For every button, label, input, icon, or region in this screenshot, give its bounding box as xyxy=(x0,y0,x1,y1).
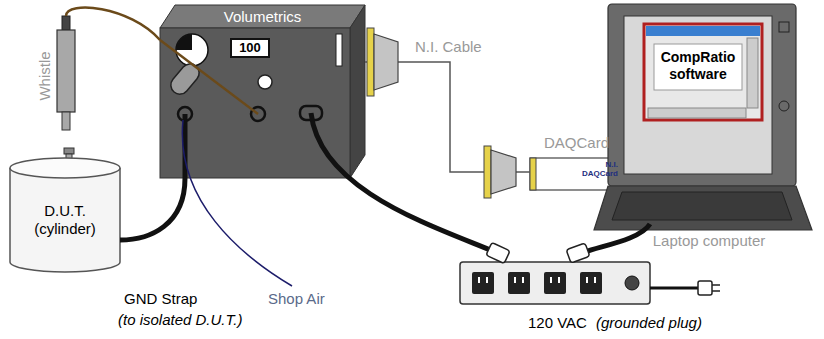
cable-name: N.I. Cable xyxy=(415,38,482,56)
connector-shell xyxy=(484,146,491,198)
laptop-button xyxy=(779,22,789,32)
note: (grounded plug) xyxy=(596,314,702,332)
box-top xyxy=(160,5,365,28)
part-name: Laptop computer xyxy=(644,232,774,250)
hose-name: Shop Air xyxy=(268,290,325,308)
gauge xyxy=(176,34,208,66)
power-strip xyxy=(460,262,650,304)
outlet-slot xyxy=(515,277,523,283)
pc-card xyxy=(530,158,622,190)
whistle-tip xyxy=(62,16,70,30)
outlet xyxy=(580,272,602,294)
daq-card: DAQCardN.I. DAQCard xyxy=(530,134,625,192)
laptop: Laptop computer CompRatio software xyxy=(596,4,812,252)
software-name: CompRatio software xyxy=(654,49,742,83)
laptop-button xyxy=(779,101,789,111)
valve-cap xyxy=(64,148,74,154)
scrollbar xyxy=(648,108,746,118)
indicator-hole xyxy=(258,75,272,89)
part-name: Whistle xyxy=(36,48,54,104)
gauge-needle xyxy=(176,34,192,50)
box-front xyxy=(160,28,350,178)
card-print: N.I. DAQCard xyxy=(576,160,618,178)
outlet-slot xyxy=(551,277,559,283)
laptop-base xyxy=(594,186,812,230)
voltage-label: 120 VAC xyxy=(528,314,587,332)
app-panel xyxy=(654,44,742,90)
wall-cord xyxy=(650,287,698,290)
device-name: Volumetrics xyxy=(160,8,365,26)
laptop-display xyxy=(624,16,772,174)
cylinder: D.U.T. (cylinder) xyxy=(10,160,120,272)
part-name: DAQCard xyxy=(544,134,614,152)
power-cord xyxy=(585,224,650,252)
keyboard xyxy=(612,192,792,220)
outlet-slot xyxy=(479,277,487,283)
whistle-body xyxy=(57,30,75,112)
power-cord xyxy=(311,113,495,252)
whistle: Whistle xyxy=(36,16,96,136)
cylinder-body xyxy=(10,168,120,272)
plug-prongs xyxy=(712,285,720,291)
device-label: D.U.T. (cylinder) xyxy=(20,202,110,238)
software-window: CompRatio software xyxy=(654,44,742,90)
box-side xyxy=(350,5,365,178)
cylinder-top xyxy=(10,158,120,178)
air-hose xyxy=(182,120,292,286)
grounded-plug xyxy=(698,281,712,295)
whistle-tube xyxy=(66,8,160,40)
cylinder-knob xyxy=(167,60,203,98)
plug xyxy=(566,243,590,263)
ground-strap xyxy=(120,178,185,240)
whistle-stem xyxy=(62,112,70,130)
connector-shell xyxy=(367,28,374,96)
cable-connector xyxy=(491,150,516,194)
strap-name: GND Strap xyxy=(124,290,197,308)
switch xyxy=(625,276,639,290)
card-contacts xyxy=(530,158,536,190)
scrollbar xyxy=(747,38,758,108)
laptop-lid xyxy=(608,4,796,186)
outlets xyxy=(472,272,602,294)
cable-connector xyxy=(374,34,398,90)
display-value: 100 xyxy=(232,40,268,56)
title-bar xyxy=(646,26,760,36)
plug xyxy=(486,242,510,263)
counter-display: 100 xyxy=(230,38,270,58)
outlet xyxy=(472,272,494,294)
outlet xyxy=(544,272,566,294)
outlet-slot xyxy=(587,277,595,283)
slot xyxy=(336,34,342,66)
note: (to isolated D.U.T.) xyxy=(118,311,243,329)
instrument-box: Volumetrics 100 xyxy=(160,5,365,178)
app-window xyxy=(644,24,762,120)
outlet xyxy=(508,272,530,294)
